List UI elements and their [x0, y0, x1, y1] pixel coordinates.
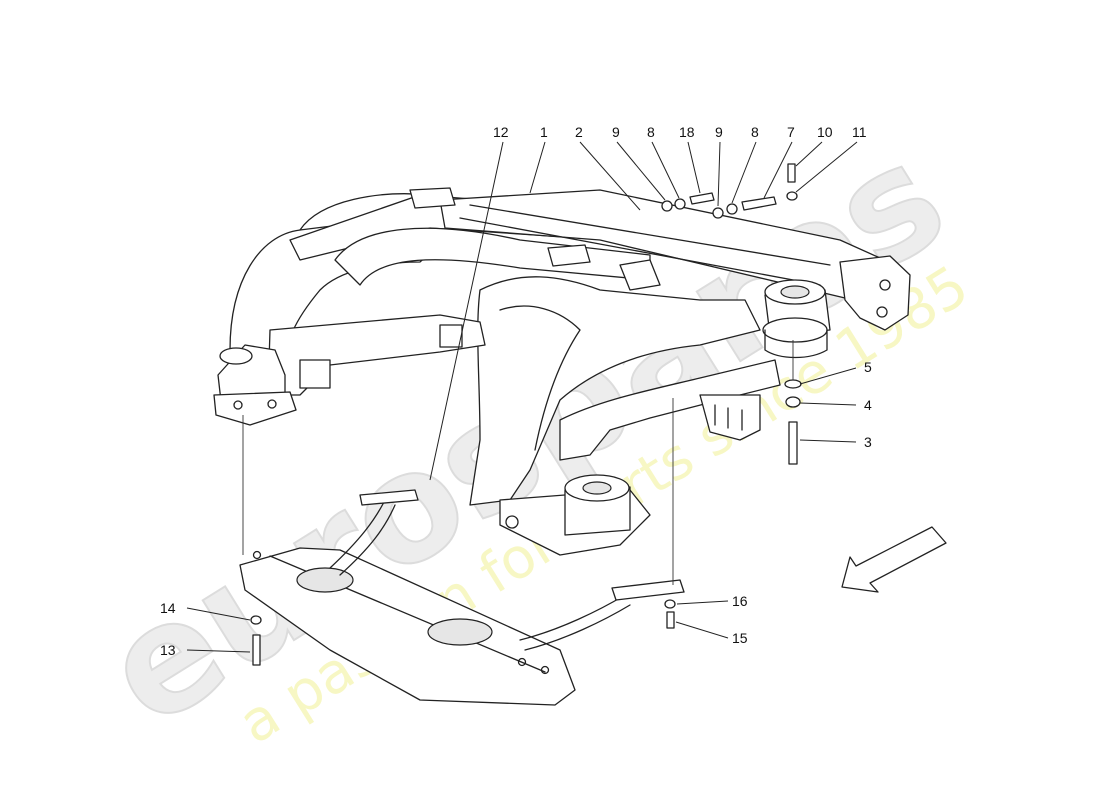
washer-9a: [661, 200, 673, 212]
callout-14: 14: [160, 600, 176, 616]
callout-9a: 9: [612, 124, 620, 140]
right-upper-bush: [762, 279, 831, 359]
callouts: 12 1 2 9 8 18 9 8 7 10 11 5 4 3 14 13 16…: [160, 124, 872, 658]
callout-1: 1: [540, 124, 548, 140]
lower-bush: [499, 474, 651, 556]
lower-right-carrier: [559, 359, 781, 461]
callout-7: 7: [787, 124, 795, 140]
callout-12: 12: [493, 124, 509, 140]
callout-18: 18: [679, 124, 695, 140]
assembly-lines: [242, 340, 794, 585]
bolt-13: [252, 634, 261, 666]
washer-16: [664, 599, 676, 609]
callout-5: 5: [864, 359, 872, 375]
nut-11: [786, 191, 798, 201]
callout-15: 15: [732, 630, 748, 646]
lower-cross-member: [239, 489, 685, 706]
bolt-3: [788, 421, 798, 465]
washer-8b: [726, 203, 738, 215]
callout-13: 13: [160, 642, 176, 658]
callout-9b: 9: [715, 124, 723, 140]
callout-8a: 8: [647, 124, 655, 140]
callout-10: 10: [817, 124, 833, 140]
callout-3: 3: [864, 434, 872, 450]
callout-11: 11: [852, 124, 867, 140]
callout-2: 2: [575, 124, 583, 140]
callout-16: 16: [732, 593, 748, 609]
washer-8a: [674, 198, 686, 210]
bolt-7: [741, 196, 777, 211]
callout-8b: 8: [751, 124, 759, 140]
bolt-10: [787, 163, 796, 183]
bolt-15: [666, 611, 675, 629]
direction-arrow: [841, 526, 947, 593]
callout-4: 4: [864, 397, 872, 413]
central-carrier: [469, 276, 761, 506]
washer-14: [250, 615, 262, 625]
rear-subframe-drawing: [213, 187, 911, 556]
right-end-bracket: [839, 255, 911, 331]
bolt-18: [689, 192, 715, 205]
leader-lines: [186, 141, 858, 653]
washer-9b: [712, 207, 724, 219]
fasteners: [250, 163, 802, 666]
washer-5: [784, 379, 802, 389]
washer-4: [785, 396, 801, 408]
